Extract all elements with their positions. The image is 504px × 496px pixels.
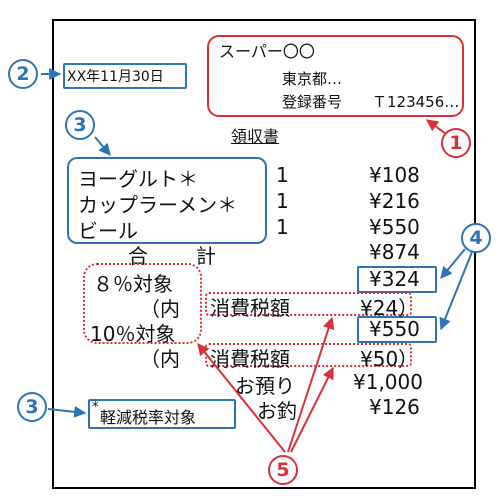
tax-10-inner-prefix: （内 [140,347,180,371]
tax-10-amount-box [357,316,437,343]
total-amount: ¥874 [369,240,420,264]
callout-1-badge: 1 [441,128,471,158]
tax-category-10-label: 10％対象 [90,322,176,346]
receipt-title: 領収書 [231,127,280,146]
tax-10-value: ¥50） [360,347,419,371]
callout-3-badge: 3 [17,392,47,422]
item-name: カップラーメン＊ [78,193,238,217]
deposit-amount: ¥1,000 [353,370,423,394]
item-price: ¥108 [369,163,420,187]
tax-8-inner-prefix: （内 [140,297,180,321]
change-amount: ¥126 [369,395,420,419]
tax-8-line-box [205,292,412,316]
tax-8-label: 消費税額 [210,296,290,320]
tax-10-label: 消費税額 [210,347,290,371]
tax-8-value: ¥24） [360,296,419,320]
tax-8-amount: ¥324 [369,267,420,291]
store-info-box [207,35,464,117]
tax-category-box [83,263,202,344]
reduced-rate-note: 軽減税率対象 [100,408,197,427]
item-price: ¥550 [369,215,420,239]
date-box [63,63,187,89]
callout-2-badge: 2 [8,59,38,89]
store-name: スーパー〇〇 [219,42,315,61]
items-box [67,157,267,244]
reduced-rate-mark: * [92,400,99,415]
callout-4-badge: 4 [461,223,491,253]
callout-5-badge: 5 [268,455,298,485]
receipt-frame [52,19,476,489]
change-label: お釣 [257,399,297,423]
callout-3-badge: 3 [65,110,95,140]
date-text: XX年11月30日 [67,69,164,85]
tax-10-amount: ¥550 [369,317,420,341]
tax-category-8-label: ８％対象 [93,272,173,296]
store-address: 東京都… [282,70,343,88]
item-qty: 1 [276,189,289,213]
registration-number: Ｔ123456… [372,93,460,111]
item-name: ビール [78,219,138,243]
item-price: ¥216 [369,189,420,213]
registration-label: 登録番号 [282,93,343,111]
item-qty: 1 [276,215,289,239]
item-name: ヨーグルト＊ [78,167,198,191]
item-qty: 1 [276,163,289,187]
